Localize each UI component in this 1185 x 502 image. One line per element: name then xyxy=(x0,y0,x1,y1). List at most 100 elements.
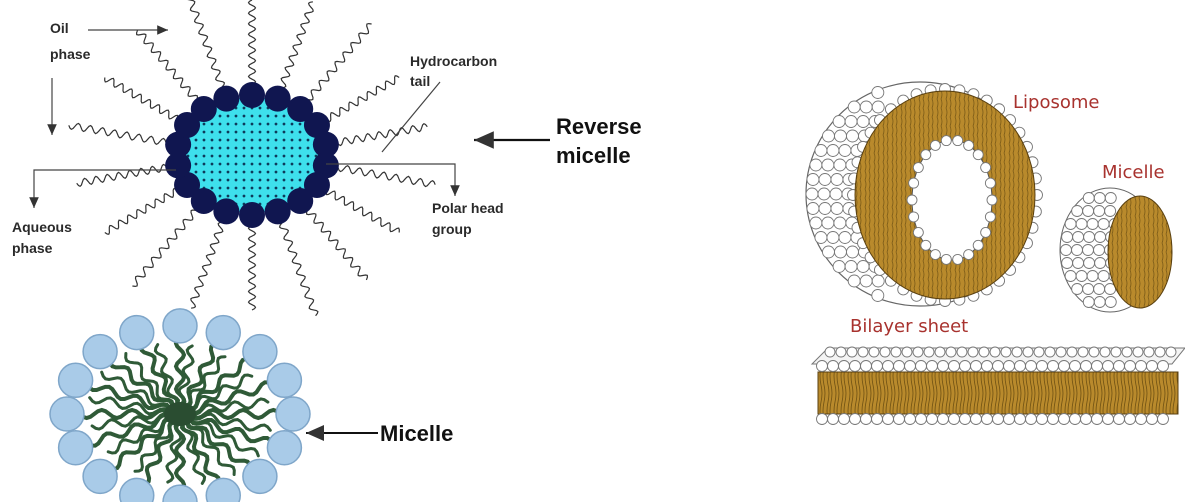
bilayer-head xyxy=(1114,414,1125,425)
lipid-head xyxy=(807,174,819,186)
polar-head-label-line2: group xyxy=(432,221,472,237)
lipid-head xyxy=(1095,258,1106,269)
micelle-head xyxy=(243,335,277,369)
bilayer-head xyxy=(935,347,945,357)
lipid-head xyxy=(810,217,822,229)
hydrocarbon-tail xyxy=(317,76,399,127)
lipid-head xyxy=(818,188,830,200)
reverse-micelle-title-line1: Reverse xyxy=(556,114,642,139)
bilayer-head xyxy=(1015,414,1026,425)
hydrocarbon-tail xyxy=(137,30,205,109)
hydrocarbon-tail xyxy=(317,185,399,233)
lipid-head xyxy=(921,150,931,160)
bilayer-head xyxy=(1089,347,1099,357)
hydrocarbon-tail xyxy=(249,0,256,95)
bilayer-head xyxy=(1147,414,1158,425)
bilayer-head xyxy=(960,414,971,425)
bilayer-head xyxy=(1081,414,1092,425)
bilayer-head xyxy=(1111,347,1121,357)
bilayer-head xyxy=(1158,414,1169,425)
lipid-head xyxy=(1087,219,1098,230)
bilayer-head xyxy=(850,361,861,372)
liposome-figure: Liposome xyxy=(806,82,1099,307)
lipid-head xyxy=(827,145,839,157)
bilayer-head xyxy=(1059,361,1070,372)
micelle-head xyxy=(59,431,93,465)
aqueous-phase-label-line1: Aqueous xyxy=(12,219,72,235)
lipid-head xyxy=(907,195,917,205)
lipid-head xyxy=(909,178,919,188)
micelle-head xyxy=(267,431,301,465)
micelle-head xyxy=(163,485,197,502)
hydrocarbon-tail xyxy=(326,164,435,187)
polar-head xyxy=(265,86,291,112)
micelle-head xyxy=(83,459,117,493)
lipid-head xyxy=(848,275,860,287)
lipid-head xyxy=(981,163,991,173)
lipid-head xyxy=(973,150,983,160)
lipid-head xyxy=(930,140,940,150)
polar-head xyxy=(213,86,239,112)
bilayer-head xyxy=(1070,414,1081,425)
lipid-head xyxy=(1076,219,1087,230)
bilayer-head xyxy=(1125,361,1136,372)
lipid-head xyxy=(913,163,923,173)
bilayer-head xyxy=(894,414,905,425)
reverse-micelle-title-line2: micelle xyxy=(556,143,631,168)
bilayer-head xyxy=(938,361,949,372)
hydrocarbon-tail xyxy=(77,163,178,187)
lipid-head xyxy=(1095,232,1106,243)
lipid-head xyxy=(1105,193,1116,204)
lipid-head xyxy=(1094,284,1105,295)
bilayer-head xyxy=(1081,361,1092,372)
bilayer-head xyxy=(938,414,949,425)
lipid-head xyxy=(1076,271,1087,282)
hydrocarbon-tail xyxy=(299,201,367,280)
lipid-head xyxy=(830,188,842,200)
bilayer-head xyxy=(949,414,960,425)
lipid-head xyxy=(845,261,857,273)
bilayer-head xyxy=(1103,361,1114,372)
hydrocarbon-tail xyxy=(277,2,313,99)
aqueous-phase-label-line2: phase xyxy=(12,240,53,256)
hydrocarbon-tail-pointer xyxy=(382,82,440,152)
lipid-head xyxy=(1065,219,1076,230)
bilayer-head xyxy=(916,361,927,372)
bilayer-head xyxy=(891,347,901,357)
lipid-head xyxy=(1083,193,1094,204)
bilayer-head xyxy=(1136,361,1147,372)
bilayer-head xyxy=(902,347,912,357)
lipid-head xyxy=(819,174,831,186)
bilayer-head xyxy=(1026,414,1037,425)
lipid-head xyxy=(1072,245,1083,256)
lipid-head xyxy=(845,116,857,128)
lipid-head xyxy=(953,254,963,264)
hydrocarbon-tail xyxy=(105,183,187,234)
bilayer-head xyxy=(982,414,993,425)
lipid-head xyxy=(1062,258,1073,269)
bilayer-head xyxy=(905,361,916,372)
bilayer-head xyxy=(916,414,927,425)
bilayer-head xyxy=(1001,347,1011,357)
hydrocarbon-tail xyxy=(69,124,178,147)
lipid-head xyxy=(1062,232,1073,243)
lipid-head xyxy=(1065,271,1076,282)
lipid-head xyxy=(913,227,923,237)
lipid-head xyxy=(815,232,827,244)
bilayer-head xyxy=(990,347,1000,357)
lipid-head xyxy=(1073,232,1084,243)
bilayer-head xyxy=(1125,414,1136,425)
micelle-head xyxy=(206,478,240,502)
bilayer-head xyxy=(839,414,850,425)
bilayer-head xyxy=(927,361,938,372)
hydrocarbon-tail xyxy=(275,211,318,315)
lipid-head xyxy=(860,101,872,113)
bilayer-head xyxy=(1122,347,1132,357)
lipid-head xyxy=(872,275,884,287)
liposome-label: Liposome xyxy=(1013,92,1099,113)
lipid-head xyxy=(973,240,983,250)
lipid-head xyxy=(1094,245,1105,256)
micelle-head xyxy=(83,335,117,369)
bilayer-head xyxy=(960,361,971,372)
lipid-head xyxy=(1083,245,1094,256)
